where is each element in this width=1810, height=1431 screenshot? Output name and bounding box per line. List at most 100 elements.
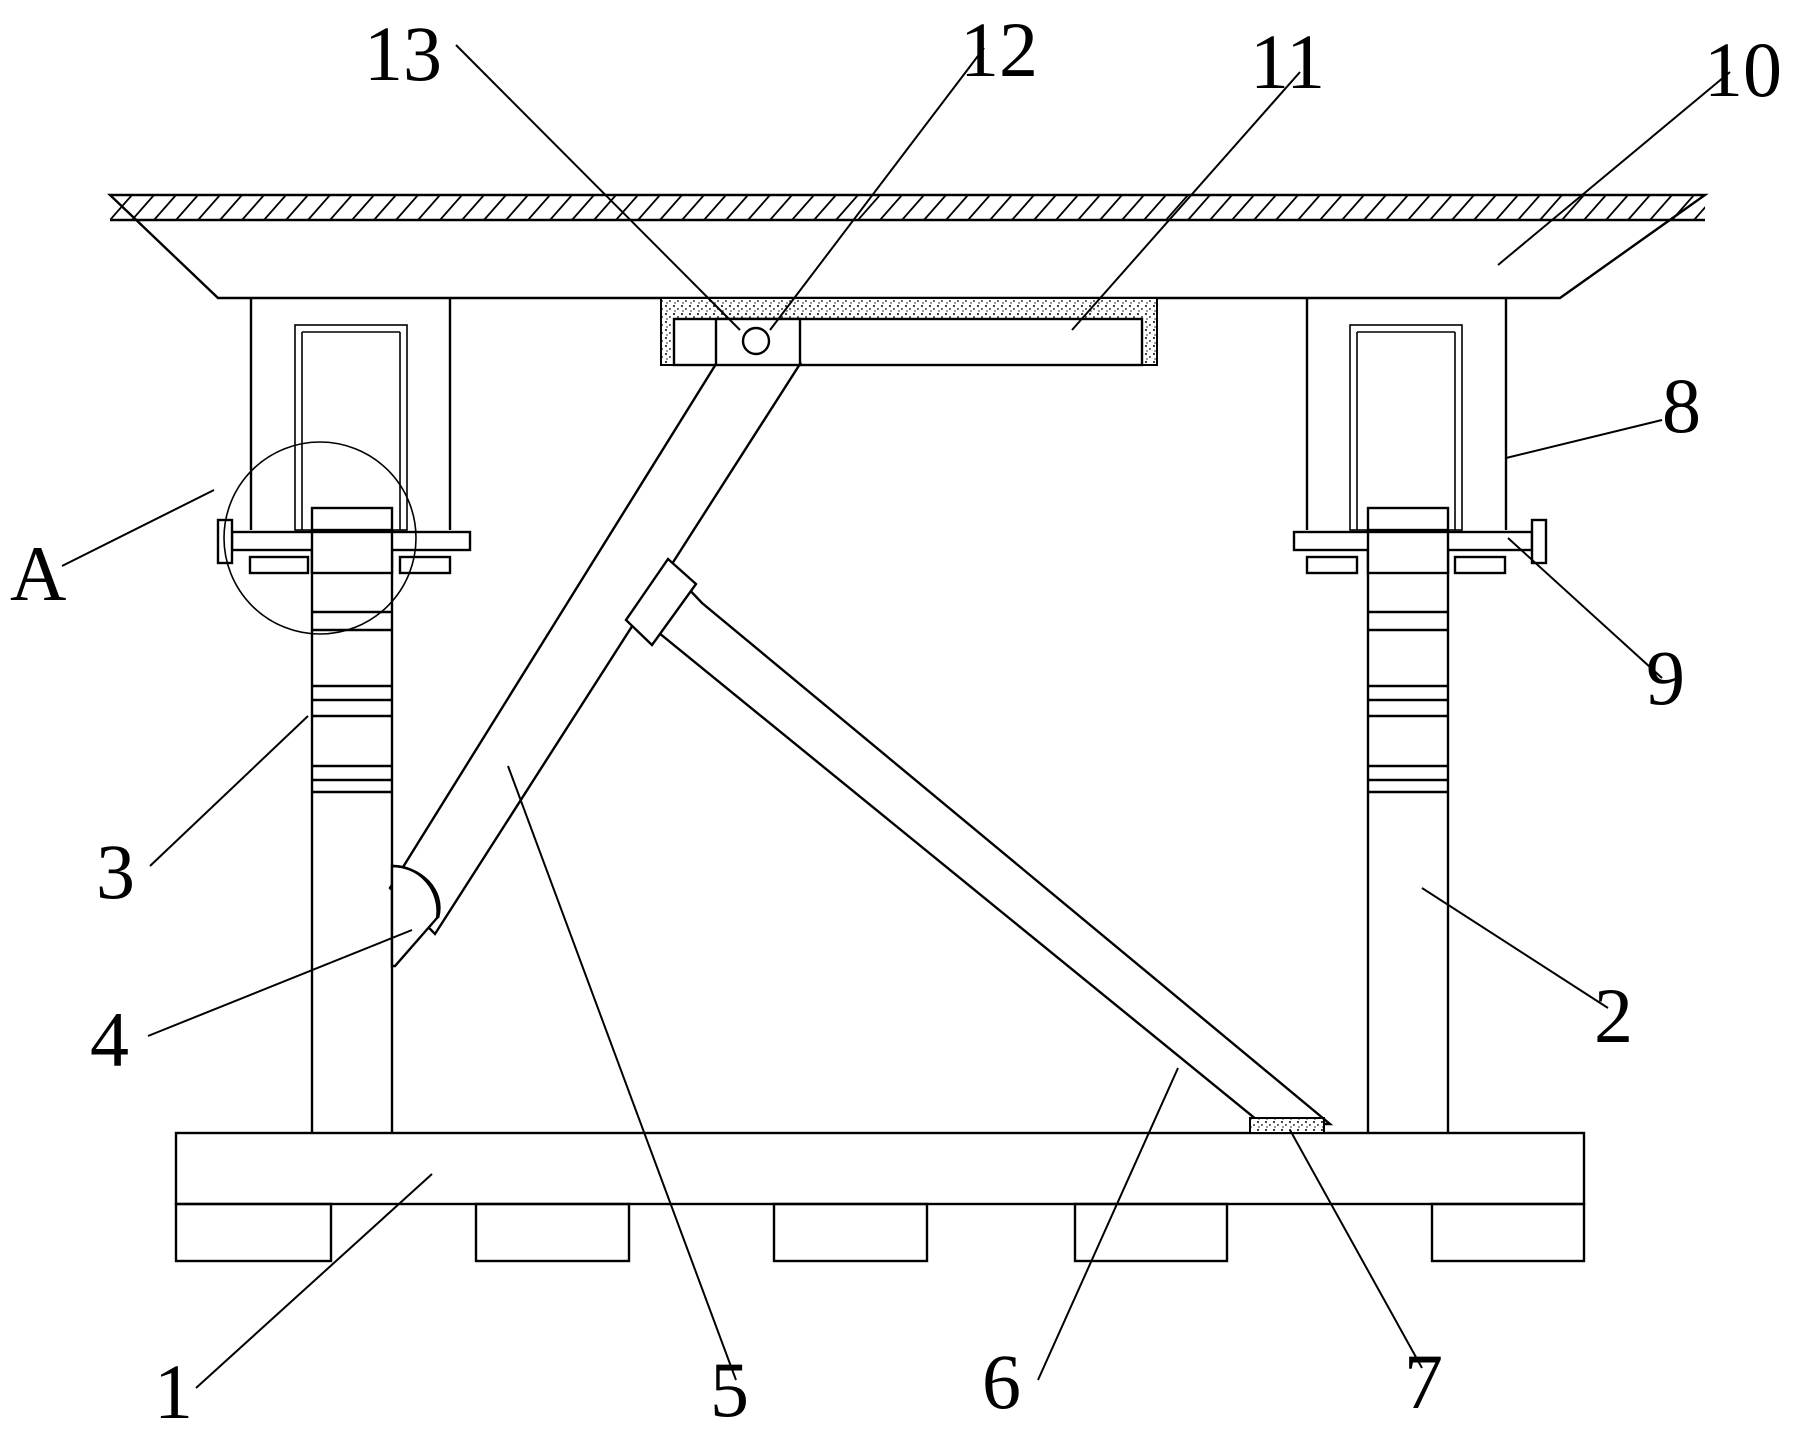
hatch-line [1011, 195, 1035, 220]
hatch-line [307, 195, 331, 220]
hatch-line [219, 195, 243, 220]
hatch-line [175, 195, 199, 220]
base-foot [1430, 1202, 1586, 1263]
hatch-line [1517, 195, 1541, 220]
hatch-line [769, 195, 793, 220]
hatch-line [439, 195, 463, 220]
hatch-line [1143, 195, 1167, 220]
hatch-line [285, 195, 309, 220]
hatch-line [1693, 206, 1705, 220]
hatch-line [857, 195, 881, 220]
base-foot [174, 1202, 333, 1263]
hatch-line [1033, 195, 1057, 220]
right-leg [1366, 530, 1450, 1133]
hatch-line [1473, 195, 1497, 220]
hatch-line [1716, 195, 1738, 220]
hatch-line [1231, 195, 1255, 220]
hatch-line [329, 195, 353, 220]
hatch-line [153, 195, 177, 220]
hatch-line [835, 195, 859, 220]
hatch-line [505, 195, 529, 220]
hatch-line [637, 195, 661, 220]
hatch-line [1363, 195, 1387, 220]
right-clamp-bolt [1292, 518, 1548, 575]
hatch-line [1649, 195, 1673, 220]
label-1: 1 [154, 1348, 193, 1431]
hatch-line [1209, 195, 1233, 220]
hatch-line [351, 195, 375, 220]
left-sleeve-housing [249, 298, 452, 532]
hatch-line [967, 195, 991, 220]
hatch-line [461, 195, 485, 220]
hatch-line [945, 195, 969, 220]
hatch-line [197, 195, 221, 220]
base-foot [1073, 1202, 1229, 1263]
label-5: 5 [710, 1346, 749, 1431]
hatch-line [1495, 195, 1519, 220]
leader-lines [61, 44, 1731, 1389]
hatch-line [483, 195, 507, 220]
hatch-line [681, 195, 705, 220]
pivot-pin [741, 326, 771, 356]
hatch-line [1077, 195, 1101, 220]
label-6: 6 [982, 1338, 1021, 1425]
base-foot [772, 1202, 929, 1263]
top-plate [107, 193, 1738, 300]
hatch-line [1561, 195, 1585, 220]
label-2: 2 [1594, 972, 1633, 1059]
label-12: 12 [960, 6, 1038, 93]
hatch-line [395, 195, 419, 220]
hatch-line [791, 195, 815, 220]
label-4: 4 [90, 996, 129, 1083]
hatch-line [1099, 195, 1123, 220]
label-3: 3 [96, 828, 135, 915]
right-sleeve-housing [1305, 298, 1508, 532]
hatch-line [989, 195, 1013, 220]
hatch-line [747, 195, 771, 220]
hatch-line [241, 195, 265, 220]
hatch-line [703, 195, 727, 220]
label-a: A [10, 530, 66, 617]
hatch-line [1297, 195, 1321, 220]
hatch-line [1055, 195, 1079, 220]
hatch-line [1341, 195, 1365, 220]
hatch-line [923, 195, 947, 220]
hatch-line [593, 195, 617, 220]
hatch-line [1275, 195, 1299, 220]
hatch-line [725, 195, 749, 220]
hatch-line [1671, 195, 1695, 220]
hatch-line [1429, 195, 1453, 220]
left-leg [310, 530, 394, 1133]
hatch-line [615, 195, 639, 220]
brace-foot [1249, 1117, 1325, 1134]
hatch-pattern [110, 195, 1738, 220]
detail-circle-a [223, 441, 417, 635]
diagonal-brace [624, 557, 1334, 1126]
hatch-line [131, 195, 155, 220]
label-11: 11 [1250, 18, 1325, 105]
hatch-line [527, 195, 551, 220]
hatch-line [571, 195, 595, 220]
hatch-line [1407, 195, 1431, 220]
label-8: 8 [1662, 362, 1701, 449]
left-clamp-bolt [216, 518, 472, 575]
base-foot [474, 1202, 631, 1263]
label-13: 13 [364, 10, 442, 97]
hatch-line [110, 195, 133, 220]
label-10: 10 [1704, 26, 1782, 113]
hatch-line [1385, 195, 1409, 220]
hatch-line [1165, 195, 1189, 220]
hatch-line [1605, 195, 1629, 220]
hatch-line [879, 195, 903, 220]
hatch-line [549, 195, 573, 220]
label-9: 9 [1646, 634, 1685, 721]
hatch-line [813, 195, 837, 220]
hatch-line [659, 195, 683, 220]
lower-hinge [390, 864, 441, 968]
hatch-line [901, 195, 925, 220]
part-labels: 1 2 3 4 5 6 7 8 9 10 11 12 13 A [10, 6, 1782, 1431]
hatch-line [373, 195, 397, 220]
hatch-line [1253, 195, 1277, 220]
hatch-line [1187, 195, 1211, 220]
